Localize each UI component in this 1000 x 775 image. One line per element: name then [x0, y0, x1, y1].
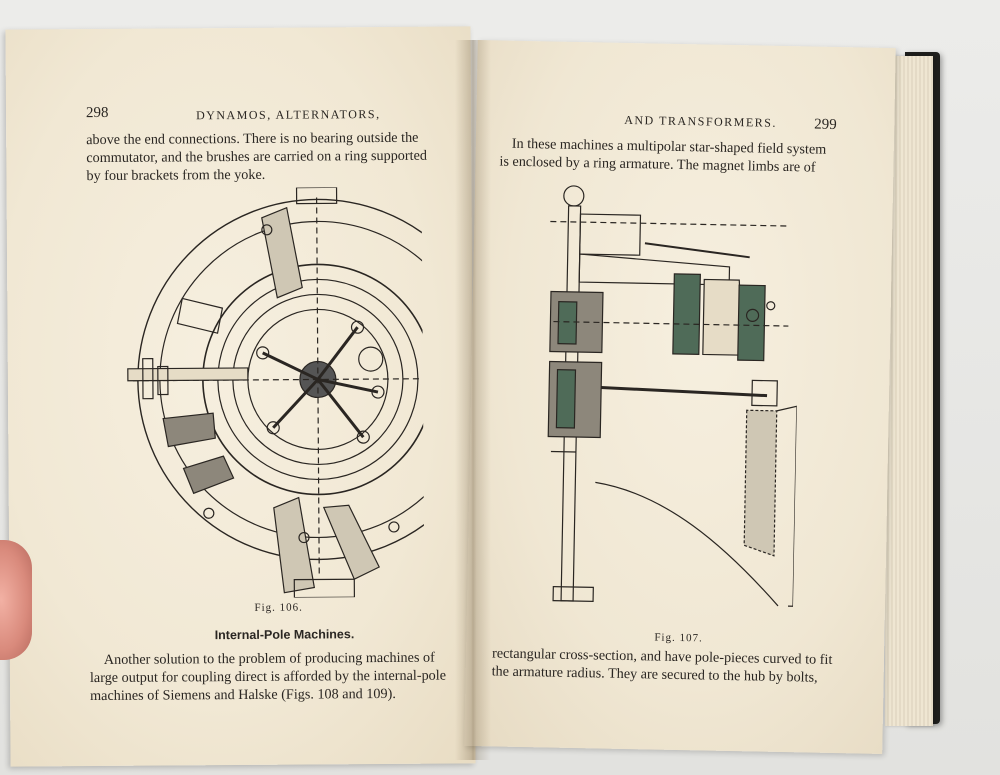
left-running-head: DYNAMOS, ALTERNATORS,: [195, 107, 381, 123]
figure-106-drawing: [127, 186, 425, 599]
right-running-head: AND TRANSFORMERS.: [624, 112, 778, 130]
right-page-number: 299: [814, 116, 837, 133]
left-page: 298 DYNAMOS, ALTERNATORS, above the end …: [5, 26, 476, 767]
left-text-line: by four brackets from the yoke.: [86, 166, 266, 185]
right-page: AND TRANSFORMERS. 299 In these machines …: [464, 40, 896, 754]
left-page-number: 298: [85, 104, 109, 122]
figure-106-caption: Fig. 106.: [254, 601, 303, 614]
left-text-line: Another solution to the problem of produ…: [103, 649, 435, 668]
section-heading: Internal-Pole Machines.: [214, 627, 355, 643]
left-text-line: commutator, and the brushes are carried …: [86, 147, 427, 167]
left-text-line: machines of Siemens and Halske (Figs. 10…: [90, 685, 396, 705]
left-text-line: above the end connections. There is no b…: [86, 129, 419, 149]
holding-thumb: [0, 540, 32, 660]
figure-107-caption: Fig. 107.: [654, 631, 703, 645]
figure-107-drawing: [547, 185, 798, 607]
